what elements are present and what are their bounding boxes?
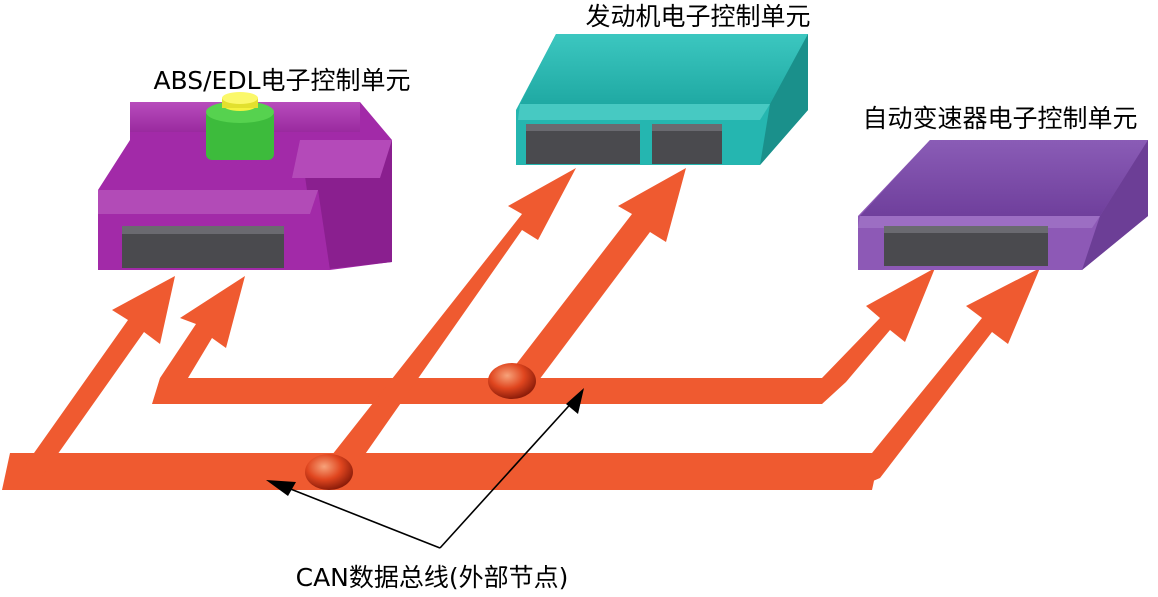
abs-edl-control-unit [98,92,392,270]
bus-inner-branch-abs [152,276,245,404]
can-bus-label: CAN数据总线(外部节点) [296,563,569,592]
transmission-control-unit [858,140,1148,270]
engine-unit-label: 发动机电子控制单元 [585,2,810,31]
bus-outer-branch-abs [2,276,175,490]
bus-node-outer [305,454,353,490]
pointer-arrowhead-left [266,480,296,496]
bus-inner-horizontal [152,378,830,404]
bus-node-inner [488,363,536,399]
bus-outer-horizontal [2,453,880,490]
engine-control-unit [516,34,808,165]
can-bus-lines [2,168,1040,490]
pointer-arrowhead-right [566,388,584,414]
transmission-unit-label: 自动变速器电子控制单元 [862,104,1137,133]
pointer-lines [287,397,577,549]
bus-outer-branch-transmission [852,268,1040,490]
bus-branch-engine-right [495,168,686,392]
abs-unit-label: ABS/EDL电子控制单元 [153,66,410,95]
bus-inner-branch-transmission [822,268,935,404]
bus-branch-engine-left [312,168,576,470]
abs-knob-base [206,110,274,160]
